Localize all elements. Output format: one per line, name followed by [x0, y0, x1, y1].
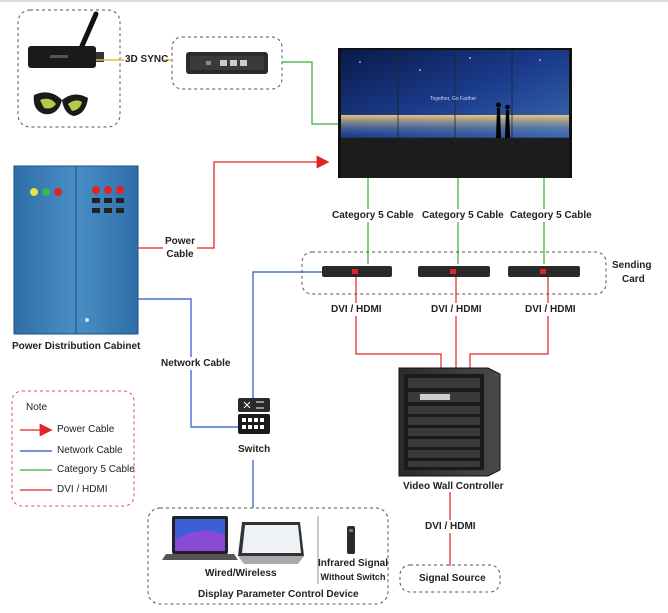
sending-card-label-2: Card: [622, 274, 645, 285]
legend-item-cat5: Category 5 Cable: [57, 464, 135, 475]
dvi-line-1: [355, 277, 442, 368]
legend-box: [11, 390, 135, 507]
dvi-label-1: DVI / HDMI: [331, 304, 382, 315]
sync-device-icon: [186, 52, 268, 74]
sending-card-device-1: [322, 266, 392, 277]
legend-item-power: Power Cable: [57, 424, 115, 435]
sending-card-label-1: Sending: [612, 260, 652, 271]
laptop-icon: [162, 516, 238, 560]
without-switch-label: Without Switch: [320, 572, 386, 582]
cat5-label-2: Category 5 Cable: [422, 210, 504, 221]
indicator-yellow-icon: [30, 188, 38, 196]
emitter-device-icon: [28, 11, 104, 68]
dvi-label-4: DVI / HDMI: [425, 521, 476, 532]
signal-source-label: Signal Source: [419, 573, 486, 584]
screen-slogan: Together, Go Farther: [430, 96, 477, 102]
dvi-line-3: [469, 277, 549, 368]
sync-label: 3D SYNC: [125, 54, 169, 65]
indicator-red-icon: [54, 188, 62, 196]
indicator-green-icon: [42, 188, 50, 196]
dvi-label-3: DVI / HDMI: [525, 304, 576, 315]
video-wall-controller: [398, 367, 501, 477]
sending-card-device-3: [508, 266, 580, 277]
control-device-group: [147, 507, 389, 605]
power-cable-label-1: Power: [164, 236, 195, 247]
legend-item-dvi: DVI / HDMI: [57, 484, 108, 495]
infrared-label: Infrared Signal: [318, 558, 389, 569]
control-device-label: Display Parameter Control Device: [198, 589, 359, 600]
network-cable-label: Network Cable: [161, 358, 231, 369]
video-wall-screen: [338, 48, 572, 178]
sending-card-device-2: [418, 266, 490, 277]
cat5-label-3: Category 5 Cable: [510, 210, 592, 221]
switch-label: Switch: [238, 444, 271, 455]
emitter-group: [17, 9, 121, 128]
legend-item-network: Network Cable: [57, 445, 123, 456]
legend-title: Note: [26, 402, 48, 413]
cat5-label-1: Category 5 Cable: [332, 210, 414, 221]
switch-icon: [238, 398, 270, 434]
network-line-sending: [252, 271, 322, 405]
controller-label: Video Wall Controller: [403, 481, 504, 492]
power-cabinet: [13, 165, 139, 335]
dvi-label-2: DVI / HDMI: [431, 304, 482, 315]
wired-wireless-label: Wired/Wireless: [205, 568, 277, 579]
touch-panel-icon: [238, 522, 304, 564]
power-cable-label-2: Cable: [166, 249, 194, 260]
signal-source-box: [399, 564, 501, 593]
3d-glasses-icon: [33, 92, 88, 116]
sync-device-group: [171, 36, 283, 90]
sync-to-screen-line: [282, 61, 338, 125]
remote-control-icon: [347, 526, 355, 554]
cabinet-label: Power Distribution Cabinet: [12, 341, 141, 352]
